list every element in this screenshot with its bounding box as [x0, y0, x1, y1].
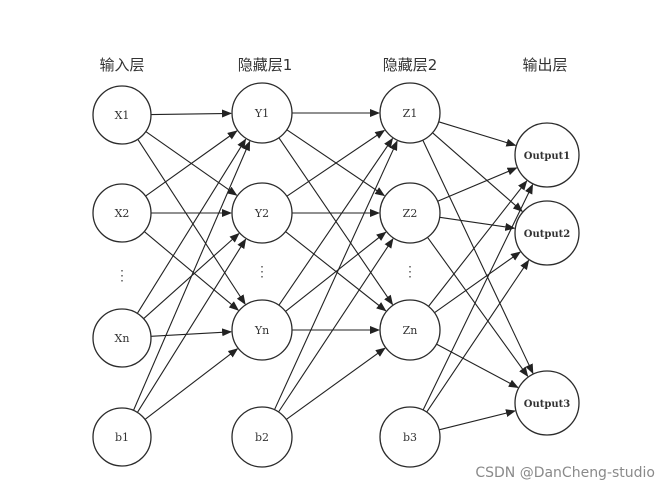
layer-title-input: 输入层: [99, 56, 144, 74]
node-z2: Z2: [379, 182, 441, 244]
edge-l2-2-to-2: [436, 343, 519, 388]
node-output3: Output3: [514, 370, 580, 436]
edge-l0-3-to-0: [132, 140, 251, 411]
edge-l0-1-to-2: [143, 231, 239, 311]
node-label: Zn: [403, 324, 418, 337]
ellipsis-hidden-1: ⋮: [255, 264, 269, 280]
layer-title-output: 输出层: [522, 56, 567, 74]
edge-l2-0-to-2: [422, 139, 534, 375]
edge-l1-3-to-0: [273, 140, 398, 410]
node-zn: Zn: [379, 299, 441, 361]
layer-title-hidden-1: 隐藏层1: [238, 56, 293, 74]
node-output1: Output1: [514, 122, 580, 188]
connection-edges: [132, 109, 534, 431]
edge-l2-3-to-0: [422, 183, 534, 411]
node-label: b2: [255, 431, 269, 444]
node-y2: Y2: [231, 182, 293, 244]
node-label: Z1: [403, 107, 418, 120]
edge-l0-2-to-0: [136, 138, 247, 314]
edge-l1-1-to-0: [286, 129, 386, 197]
edge-l0-3-to-2: [144, 348, 239, 420]
node-label: X1: [115, 109, 130, 122]
ellipsis-input: ⋮: [115, 268, 129, 284]
ellipsis-hidden-2: ⋮: [403, 264, 417, 280]
edge-l2-2-to-1: [434, 251, 521, 314]
node-xn: Xn: [92, 308, 152, 368]
watermark-text: CSDN @DanCheng-studio: [475, 465, 655, 481]
edge-l1-2-to-1: [285, 231, 387, 312]
edge-l0-3-to-1: [136, 238, 247, 413]
node-label: Y1: [254, 107, 269, 120]
node-b3: b3: [379, 406, 441, 468]
edge-l0-0-to-2: [137, 138, 246, 305]
node-label: Y2: [254, 207, 269, 220]
edge-l2-1-to-0: [437, 167, 518, 202]
edge-l0-1-to-0: [145, 130, 238, 197]
node-label: Output1: [524, 151, 570, 162]
node-b2: b2: [231, 406, 293, 468]
edge-l2-0-to-0: [438, 121, 517, 147]
node-label: b1: [115, 431, 129, 444]
edge-l0-2-to-2: [150, 328, 233, 337]
node-label: Yn: [254, 324, 269, 337]
edge-l2-0-to-1: [432, 132, 523, 212]
edge-l1-3-to-2: [285, 347, 386, 420]
node-z1: Z1: [379, 82, 441, 144]
node-x2: X2: [92, 183, 152, 243]
node-yn: Yn: [231, 299, 293, 361]
node-output2: Output2: [514, 200, 580, 266]
node-label: X2: [115, 207, 130, 220]
node-label: Output2: [524, 229, 570, 240]
edge-l2-1-to-2: [427, 236, 529, 378]
edge-l2-3-to-1: [426, 259, 530, 413]
edge-l2-1-to-1: [439, 216, 516, 231]
edge-l2-3-to-2: [438, 409, 516, 431]
edge-l2-2-to-0: [428, 180, 528, 307]
edge-l0-0-to-0: [150, 109, 232, 118]
node-label: b3: [403, 431, 417, 444]
node-b1: b1: [92, 407, 152, 467]
node-label: Output3: [524, 399, 570, 410]
node-y1: Y1: [231, 82, 293, 144]
layer-title-hidden-2: 隐藏层2: [383, 56, 438, 74]
edge-l1-3-to-1: [278, 238, 394, 413]
node-x1: X1: [92, 85, 152, 145]
node-label: Xn: [115, 332, 130, 345]
edge-l1-2-to-0: [278, 137, 394, 306]
node-label: Z2: [403, 207, 418, 220]
